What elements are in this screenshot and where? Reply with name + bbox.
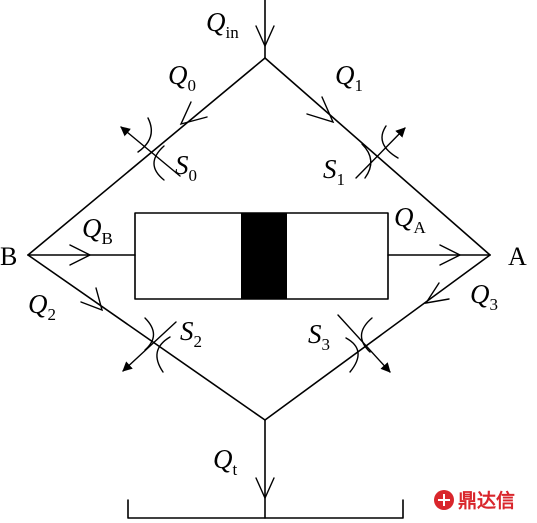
edge-bottom-left	[27, 254, 266, 421]
edge-bottom-right	[264, 254, 491, 421]
flow-arrow-qa	[439, 244, 462, 266]
label-s2: S2	[180, 316, 202, 351]
valve-s2	[122, 317, 177, 373]
label-q2: Q2	[28, 289, 56, 324]
label-s0: S0	[175, 150, 197, 185]
label-q3: Q3	[470, 279, 498, 314]
piston	[241, 213, 287, 299]
edge-top-left	[27, 57, 266, 256]
flow-arrow-q1	[306, 96, 335, 124]
valve-s0	[120, 117, 181, 181]
label-s3: S3	[308, 319, 330, 354]
label-qa: QA	[394, 202, 427, 237]
label-q-in: Qin	[206, 7, 239, 42]
valve-s3	[337, 314, 391, 373]
flow-arrow-q-in	[255, 25, 275, 48]
watermark: 鼎达信	[434, 489, 515, 512]
label-q0: Q0	[168, 60, 196, 95]
flow-arrow-qt	[255, 477, 275, 500]
node-b-label: B	[0, 242, 17, 271]
label-qt: Qt	[213, 444, 238, 479]
label-s1: S1	[323, 154, 345, 189]
watermark-text: 鼎达信	[458, 489, 515, 512]
flow-arrow-q3	[424, 282, 450, 304]
valve-s1	[355, 125, 406, 179]
flow-arrow-q0	[179, 101, 208, 126]
flow-arrow-qb	[69, 244, 92, 266]
label-q1: Q1	[335, 60, 363, 95]
tank-bracket	[127, 499, 404, 519]
flow-arrow-q2	[80, 287, 104, 312]
label-qb: QB	[82, 213, 113, 248]
node-a-label: A	[508, 242, 527, 271]
